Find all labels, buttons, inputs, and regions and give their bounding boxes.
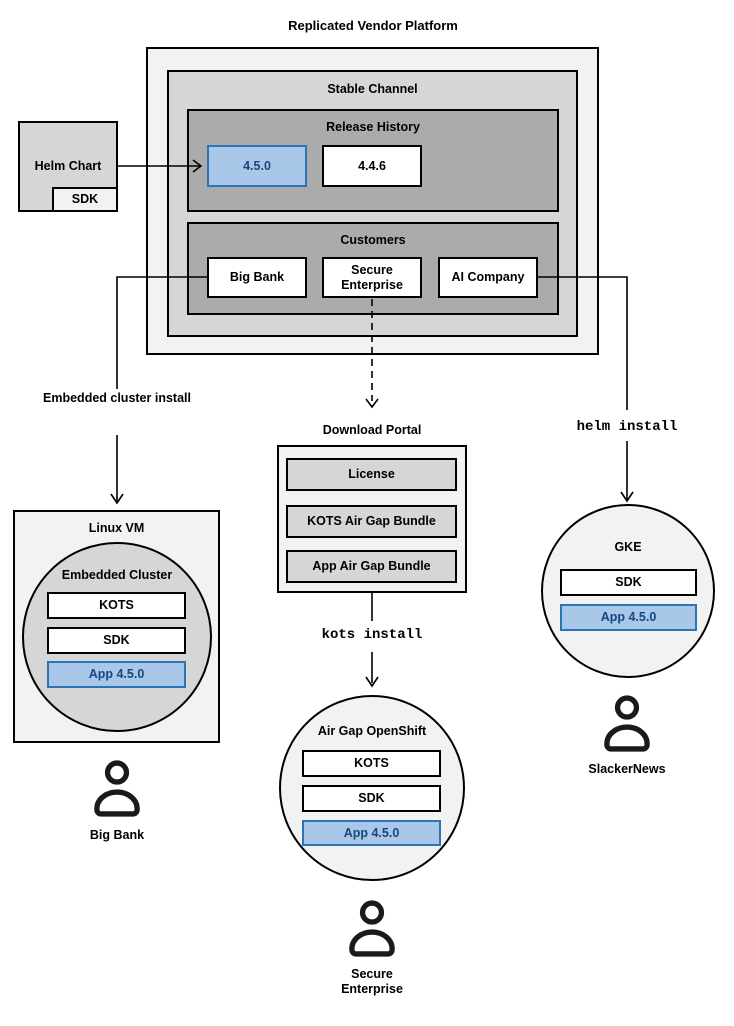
embedded-cluster-install-label: Embedded cluster install bbox=[43, 391, 191, 405]
air-gap-openshift-title: Air Gap OpenShift bbox=[317, 724, 427, 738]
arrowhead-down-icon bbox=[620, 491, 634, 503]
portal-kots-bundle-box: KOTS Air Gap Bundle bbox=[286, 505, 457, 538]
big-bank-user-icon bbox=[94, 760, 140, 817]
secure-enterprise-user-icon bbox=[349, 900, 395, 957]
helm-install-command: helm install bbox=[576, 419, 678, 435]
customers-title: Customers bbox=[340, 233, 406, 247]
release-446-box: 4.4.6 bbox=[322, 145, 422, 187]
embedded-sdk-box: SDK bbox=[47, 627, 186, 654]
kots-install-command: kots install bbox=[321, 627, 423, 643]
airgap-app-box: App 4.5.0 bbox=[302, 820, 441, 846]
portal-license-box: License bbox=[286, 458, 457, 491]
gke-app-box: App 4.5.0 bbox=[560, 604, 697, 631]
airgap-sdk-box: SDK bbox=[302, 785, 441, 812]
embedded-app-box: App 4.5.0 bbox=[47, 661, 186, 688]
portal-app-bundle-box: App Air Gap Bundle bbox=[286, 550, 457, 583]
release-history-title: Release History bbox=[326, 120, 420, 134]
embedded-kots-box: KOTS bbox=[47, 592, 186, 619]
gke-title: GKE bbox=[614, 540, 642, 554]
big-bank-user-label: Big Bank bbox=[89, 828, 145, 842]
release-450-box: 4.5.0 bbox=[207, 145, 307, 187]
arrowhead-down-icon bbox=[365, 398, 379, 409]
secure-enterprise-user-label: Secure Enterprise bbox=[341, 967, 403, 996]
slackernews-user-icon bbox=[604, 695, 650, 752]
helm-chart-sdk-box: SDK bbox=[52, 187, 118, 212]
linux-vm-title: Linux VM bbox=[88, 521, 145, 535]
embedded-cluster-title: Embedded Cluster bbox=[61, 568, 173, 582]
airgap-kots-box: KOTS bbox=[302, 750, 441, 777]
arrowhead-down-icon bbox=[110, 493, 124, 505]
gke-sdk-box: SDK bbox=[560, 569, 697, 596]
stable-channel-title: Stable Channel bbox=[327, 82, 418, 96]
platform-title: Replicated Vendor Platform bbox=[288, 18, 458, 33]
customer-big-bank-box: Big Bank bbox=[207, 257, 307, 298]
arrowhead-down-icon bbox=[365, 676, 379, 688]
customer-ai-company-box: AI Company bbox=[438, 257, 538, 298]
customer-secure-enterprise-box: Secure Enterprise bbox=[322, 257, 422, 298]
download-portal-title: Download Portal bbox=[322, 423, 422, 437]
slackernews-user-label: SlackerNews bbox=[588, 762, 666, 776]
